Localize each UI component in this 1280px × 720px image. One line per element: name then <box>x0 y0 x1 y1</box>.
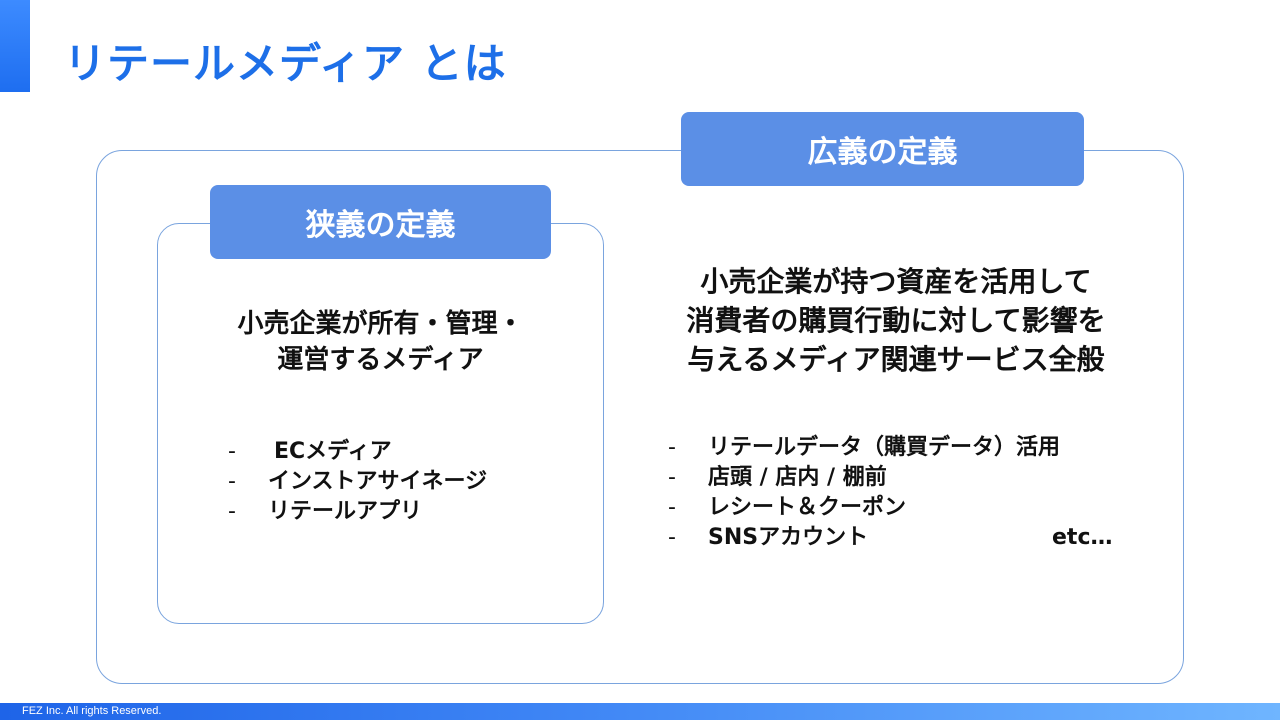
broad-definition-line: 与えるメディア関連サービス全般 <box>687 343 1105 376</box>
list-item: - リテールデータ（購買データ）活用 <box>668 433 1138 463</box>
list-item: - SNSアカウント <box>668 523 1138 553</box>
list-item-text: ECメディア <box>274 439 392 464</box>
broad-definition-line: 消費者の購買行動に対して影響を <box>686 304 1106 337</box>
narrow-item-list: - ECメディア - インストアサイネージ - リテールアプリ <box>228 437 588 527</box>
list-marker: - <box>228 469 236 494</box>
footer-bar <box>0 703 1280 720</box>
list-marker: - <box>668 495 676 520</box>
broad-definition-label: 広義の定義 <box>681 112 1084 186</box>
broad-definition-line: 小売企業が持つ資産を活用して <box>700 265 1092 298</box>
list-marker: - <box>228 499 236 524</box>
list-marker: - <box>668 435 676 460</box>
list-marker: - <box>668 525 676 550</box>
list-item: - ECメディア <box>228 437 588 467</box>
broad-item-list: - リテールデータ（購買データ）活用 - 店頭 / 店内 / 棚前 - レシート… <box>668 433 1138 553</box>
list-item-text: インストアサイネージ <box>268 469 488 494</box>
page-title: リテールメディア とは <box>64 39 507 88</box>
list-item-text: SNSアカウント <box>708 525 869 550</box>
narrow-definition-line: 運営するメディア <box>277 345 484 375</box>
list-item-text: リテールデータ（購買データ）活用 <box>708 435 1061 460</box>
list-item-text: リテールアプリ <box>268 499 423 524</box>
list-item: - インストアサイネージ <box>228 467 588 497</box>
list-item: - レシート＆クーポン <box>668 493 1138 523</box>
narrow-definition-text: 小売企業が所有・管理・ 運営するメディア <box>157 306 604 378</box>
etc-note: etc… <box>1052 525 1113 550</box>
footer-copyright: FEZ Inc. All rights Reserved. <box>22 705 162 717</box>
broad-definition-frame <box>96 150 1184 684</box>
list-item-text: 店頭 / 店内 / 棚前 <box>708 465 887 490</box>
narrow-definition-line: 小売企業が所有・管理・ <box>237 309 524 339</box>
list-item: - リテールアプリ <box>228 497 588 527</box>
list-marker: - <box>228 439 236 464</box>
broad-definition-text: 小売企業が持つ資産を活用して 消費者の購買行動に対して影響を 与えるメディア関連… <box>640 262 1152 379</box>
list-item: - 店頭 / 店内 / 棚前 <box>668 463 1138 493</box>
title-accent-bar <box>0 0 30 92</box>
list-marker: - <box>668 465 676 490</box>
narrow-definition-frame <box>157 223 604 624</box>
narrow-definition-label: 狭義の定義 <box>210 185 551 259</box>
list-item-text: レシート＆クーポン <box>708 495 907 520</box>
